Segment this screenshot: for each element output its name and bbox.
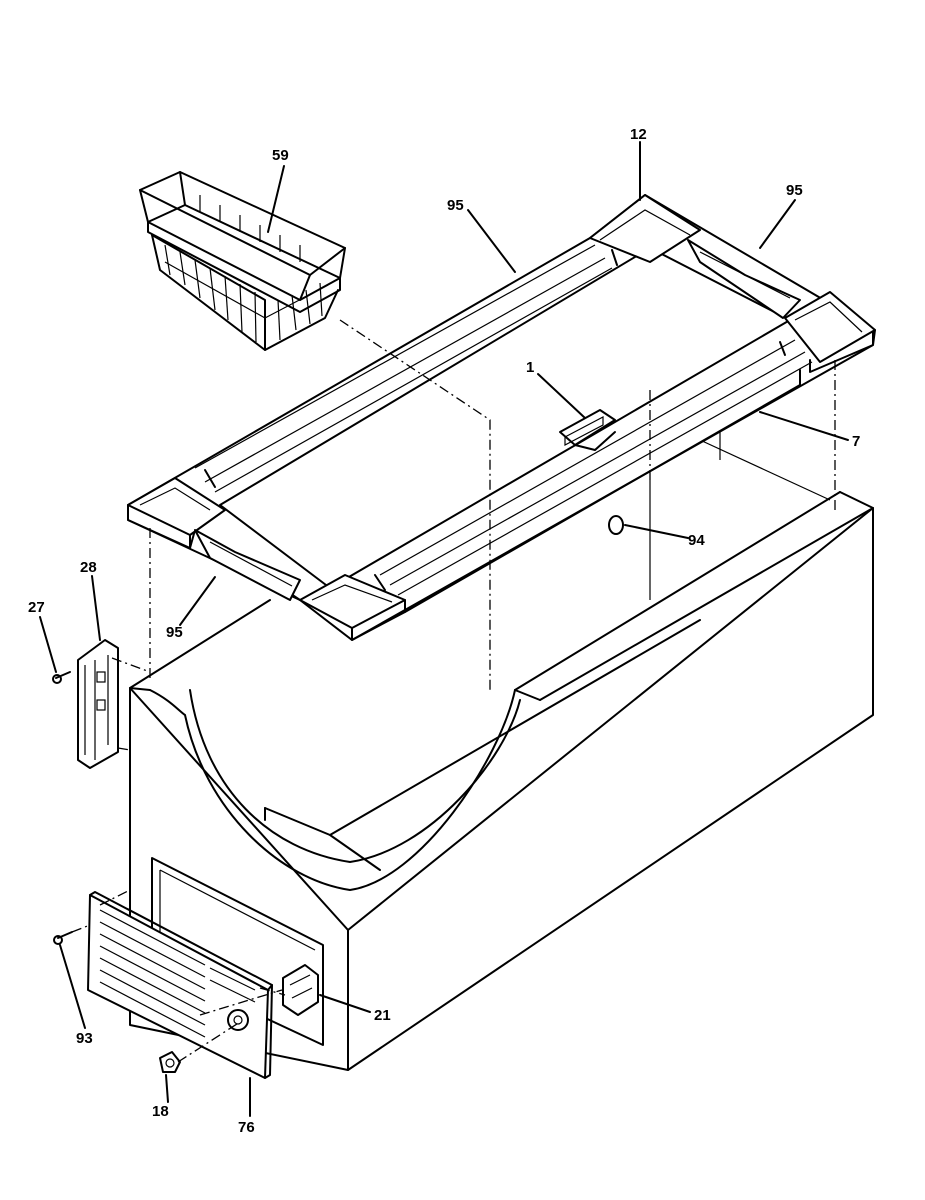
callout-94-plug: 94: [688, 532, 705, 549]
relay-part: [282, 964, 319, 1016]
leader-lines: [39, 141, 849, 1117]
callout-59-basket: 59: [272, 147, 289, 164]
callout-12-corner: 12: [630, 126, 647, 143]
assembly-lines: [71, 319, 836, 1063]
callout-18-plug: 18: [152, 1103, 169, 1120]
callout-21-relay: 21: [374, 1007, 391, 1024]
callout-76-grille: 76: [238, 1119, 255, 1136]
callout-1-light: 1: [526, 359, 534, 376]
callout-95-strip-left: 95: [447, 197, 464, 214]
grille-assembly: [53, 891, 273, 1079]
wire-basket: [139, 171, 346, 351]
callout-95-strip-front: 95: [166, 624, 183, 641]
breaker-frame: [127, 194, 876, 641]
callout-95-strip-right: 95: [786, 182, 803, 199]
callout-7-frame: 7: [852, 433, 860, 450]
callout-93-screw: 93: [76, 1030, 93, 1047]
drain-plug-part: [608, 515, 624, 535]
hinge-assembly: [52, 639, 119, 769]
callout-labels: 59 12 95 95 1 7 94 28 27 95 21 93 18 76: [28, 126, 860, 1136]
callout-27-screw: 27: [28, 599, 45, 616]
callout-28-hinge: 28: [80, 559, 97, 576]
